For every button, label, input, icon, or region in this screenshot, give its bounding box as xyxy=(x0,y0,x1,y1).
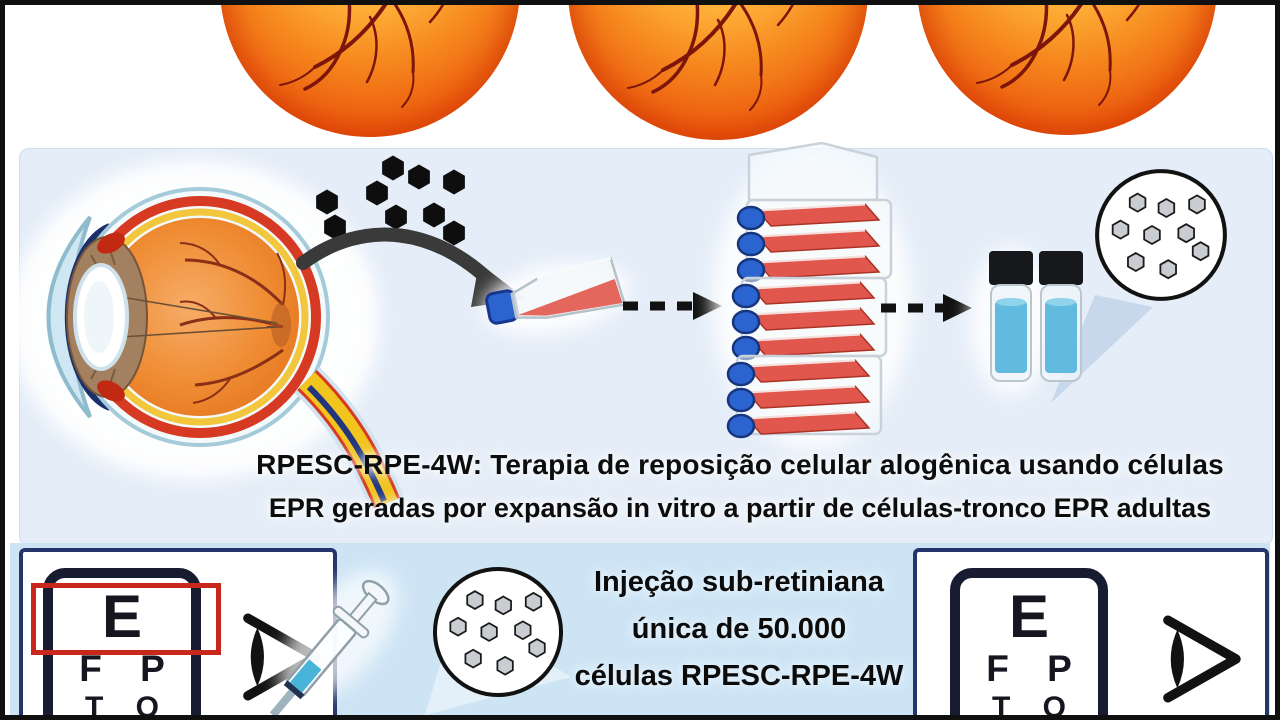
retina-fundus-drusen xyxy=(568,5,868,140)
eye-chart-after: E F P T O Z xyxy=(913,548,1269,720)
chart-row-1: E xyxy=(1008,583,1050,650)
eye-chart-icon: E F P T O Z xyxy=(43,568,201,720)
injection-line-1: Injeção sub-retiniana xyxy=(593,566,885,598)
retina-fundus-atrophy xyxy=(917,5,1217,135)
chart-row-3: T O Z xyxy=(992,691,1078,720)
injection-caption: Injeção sub-retiniana única de 50.000 cé… xyxy=(561,559,917,700)
injection-line-2: única de 50.000 xyxy=(631,613,847,645)
chart-row-2: F P xyxy=(79,648,179,689)
eye-chart-before: E F P T O Z xyxy=(19,548,337,720)
injection-line-3: células RPESC-RPE-4W xyxy=(574,660,904,692)
chart-row-1: E xyxy=(101,583,143,650)
retina-fundus-healthy xyxy=(220,5,520,137)
red-highlight-top-row xyxy=(31,583,221,655)
eye-chart-icon: E F P T O Z xyxy=(950,568,1108,720)
therapy-caption: RPESC-RPE-4W: Terapia de reposição celul… xyxy=(230,449,1250,524)
eye-side-view-icon xyxy=(229,602,333,712)
chart-row-3: T O Z xyxy=(85,691,171,720)
chart-row-2: F P xyxy=(986,648,1086,689)
caption-line-1: RPESC-RPE-4W: Terapia de reposição celul… xyxy=(256,449,1224,480)
eye-side-view-icon xyxy=(1149,604,1253,714)
caption-line-2: EPR geradas por expansão in vitro a part… xyxy=(268,493,1212,523)
